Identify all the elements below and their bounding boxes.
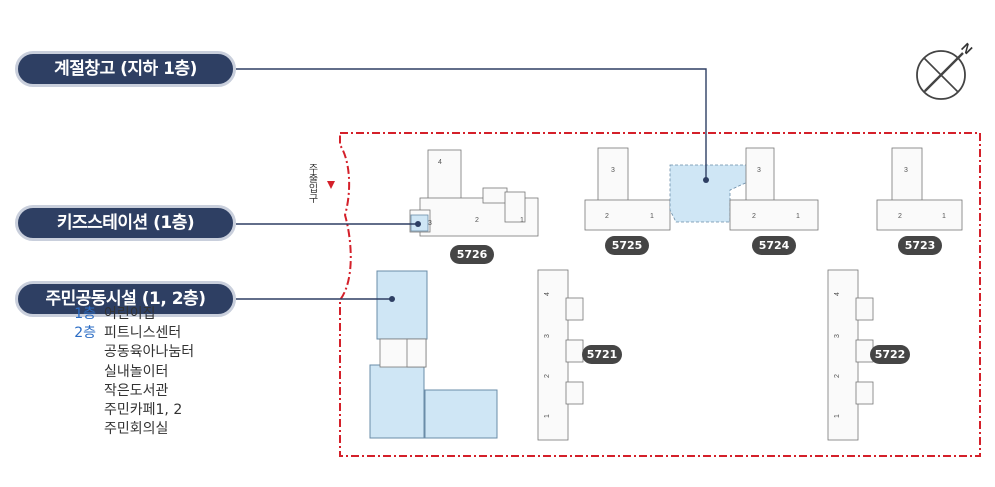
wing-number: 4 (834, 292, 841, 296)
callout-kids-station: 키즈스테이션 (1층) (15, 205, 236, 241)
building-label-5724: 5724 (752, 236, 796, 255)
building-5722-plan (827, 269, 874, 441)
building-label-5722: 5722 (870, 345, 910, 364)
building-label-5723: 5723 (898, 236, 942, 255)
callout-community-facility: 주민공동시설 (1, 2층) (15, 281, 236, 317)
legend-item: 어린이집 (104, 306, 156, 322)
wing-number: 3 (904, 167, 908, 174)
legend-row: 작은도서관 (62, 382, 168, 401)
wing-number: 1 (650, 213, 654, 220)
legend-floor: 2층 (74, 325, 96, 342)
wing-number: 1 (796, 213, 800, 220)
site-boundary (339, 132, 981, 457)
wing-number: 2 (544, 374, 551, 378)
wing-number: 2 (898, 213, 902, 220)
leader-dot-community (389, 296, 395, 302)
legend-row: 주민카페1, 2 (62, 401, 182, 420)
legend-item: 작은도서관 (104, 382, 169, 399)
wing-number: 3 (834, 334, 841, 338)
wing-number: 2 (834, 374, 841, 378)
wing-number: 1 (544, 414, 551, 418)
wing-numbers: 4 3 2 1 3 2 1 3 2 1 3 2 1 4 3 2 1 4 3 2 1 (428, 159, 946, 418)
wing-number: 2 (605, 213, 609, 220)
wing-number: 3 (428, 220, 432, 227)
wing-number: 3 (757, 167, 761, 174)
callout-seasonal-storage: 계절창고 (지하 1층) (15, 51, 236, 87)
legend-floor: 1층 (74, 306, 96, 322)
legend-item: 피트니스센터 (104, 325, 182, 342)
legend-item: 공동육아나눔터 (104, 344, 195, 361)
wing-number: 4 (544, 292, 551, 296)
leader-dot-kids (415, 221, 421, 227)
wing-number: 1 (520, 217, 524, 224)
wing-number: 3 (611, 167, 615, 174)
building-label-5721: 5721 (582, 345, 622, 364)
legend-item: 실내놀이터 (104, 363, 169, 380)
community-facility-highlight (369, 270, 498, 439)
north-arrow-icon (916, 50, 966, 100)
community-facility-core (379, 338, 427, 368)
legend-row: 실내놀이터 (62, 363, 168, 382)
wing-number: 2 (752, 213, 756, 220)
building-5721-plan (537, 269, 584, 441)
legend-item: 주민카페1, 2 (104, 402, 183, 418)
building-label-5726: 5726 (450, 245, 494, 264)
wing-number: 1 (834, 414, 841, 418)
callout-leaders (236, 68, 707, 300)
building-5725-plan (584, 147, 671, 231)
entrance-marker-icon (327, 181, 335, 189)
building-5724-plan (729, 147, 819, 231)
legend-item: 주민회의실 (104, 421, 169, 438)
legend-row: 주민회의실 (62, 420, 168, 439)
wing-number: 2 (475, 217, 479, 224)
wing-number: 1 (942, 213, 946, 220)
building-label-5725: 5725 (605, 236, 649, 255)
legend-row: 공동육아나눔터 (62, 343, 194, 362)
wing-number: 3 (544, 334, 551, 338)
building-5723-plan (876, 147, 963, 231)
legend-row: 2층 피트니스센터 (62, 324, 181, 343)
leader-dot-storage (703, 177, 709, 183)
wing-number: 4 (438, 159, 442, 166)
main-entrance-label: 주출입구 (306, 163, 317, 203)
legend-row: 1층 어린이집 (62, 305, 156, 324)
